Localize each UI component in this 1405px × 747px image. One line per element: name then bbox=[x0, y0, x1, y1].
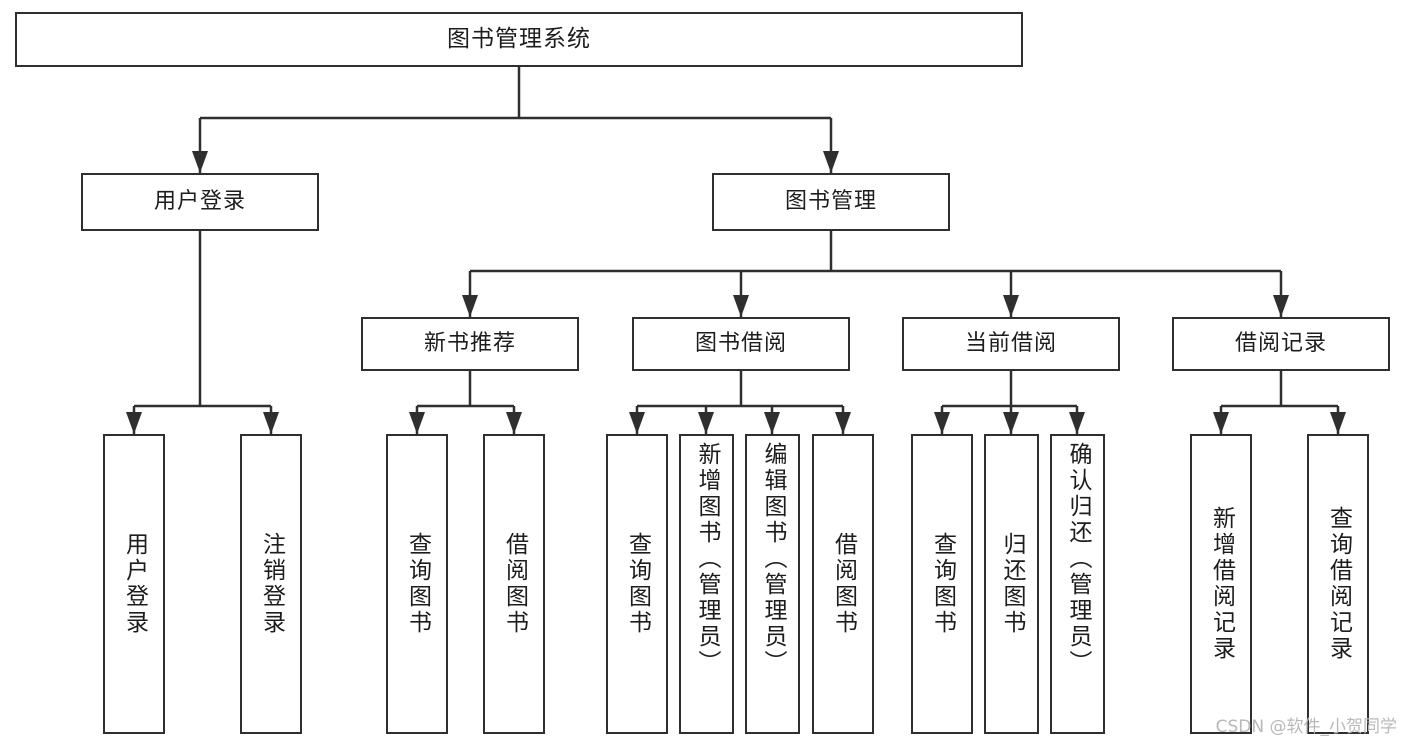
node-label: 新增借阅记录 bbox=[1208, 506, 1235, 662]
node-leaf-9[interactable]: 归还图书 bbox=[984, 434, 1039, 734]
node-label: 注销登录 bbox=[258, 532, 285, 636]
node-label: 当前借阅 bbox=[964, 330, 1057, 356]
node-label: 归还图书 bbox=[999, 532, 1025, 636]
node-leaf-5[interactable]: 新增图书（管理员） bbox=[679, 434, 734, 734]
watermark-text: CSDN @软件_小贺同学 bbox=[1215, 717, 1397, 737]
node-label: 借阅图书 bbox=[501, 532, 528, 636]
node-leaf-0[interactable]: 用户登录 bbox=[103, 434, 165, 734]
node-leaf-10[interactable]: 确认归还（管理员） bbox=[1050, 434, 1105, 734]
node-leaf-7[interactable]: 借阅图书 bbox=[812, 434, 874, 734]
node-label: 新增图书（管理员） bbox=[694, 442, 720, 676]
node-label: 查询图书 bbox=[929, 532, 956, 636]
node-level3-3[interactable]: 借阅记录 bbox=[1172, 317, 1390, 371]
node-leaf-4[interactable]: 查询图书 bbox=[606, 434, 668, 734]
node-label: 借阅记录 bbox=[1234, 330, 1327, 356]
node-level3-1[interactable]: 图书借阅 bbox=[632, 317, 850, 371]
node-leaf-1[interactable]: 注销登录 bbox=[240, 434, 302, 734]
node-label: 借阅图书 bbox=[830, 532, 857, 636]
node-label: 查询图书 bbox=[624, 532, 651, 636]
node-leaf-12[interactable]: 查询借阅记录 bbox=[1307, 434, 1369, 734]
node-label: 查询图书 bbox=[404, 532, 431, 636]
node-label: 查询借阅记录 bbox=[1325, 506, 1352, 662]
node-level3-0[interactable]: 新书推荐 bbox=[361, 317, 579, 371]
node-label: 图书借阅 bbox=[694, 330, 787, 356]
node-label: 用户登录 bbox=[121, 532, 148, 636]
node-level2-1[interactable]: 图书管理 bbox=[712, 173, 950, 231]
node-leaf-2[interactable]: 查询图书 bbox=[386, 434, 448, 734]
node-root[interactable]: 图书管理系统 bbox=[15, 12, 1023, 67]
node-level2-0[interactable]: 用户登录 bbox=[81, 173, 319, 231]
node-label: 编辑图书（管理员） bbox=[760, 442, 786, 676]
node-label: 图书管理 bbox=[784, 188, 877, 214]
node-label: 图书管理系统 bbox=[447, 25, 591, 52]
node-label: 确认归还（管理员） bbox=[1065, 442, 1091, 676]
node-leaf-6[interactable]: 编辑图书（管理员） bbox=[745, 434, 800, 734]
node-leaf-11[interactable]: 新增借阅记录 bbox=[1190, 434, 1252, 734]
node-level3-2[interactable]: 当前借阅 bbox=[902, 317, 1120, 371]
node-label: 用户登录 bbox=[153, 188, 246, 214]
node-leaf-3[interactable]: 借阅图书 bbox=[483, 434, 545, 734]
node-leaf-8[interactable]: 查询图书 bbox=[911, 434, 973, 734]
node-label: 新书推荐 bbox=[423, 330, 516, 356]
